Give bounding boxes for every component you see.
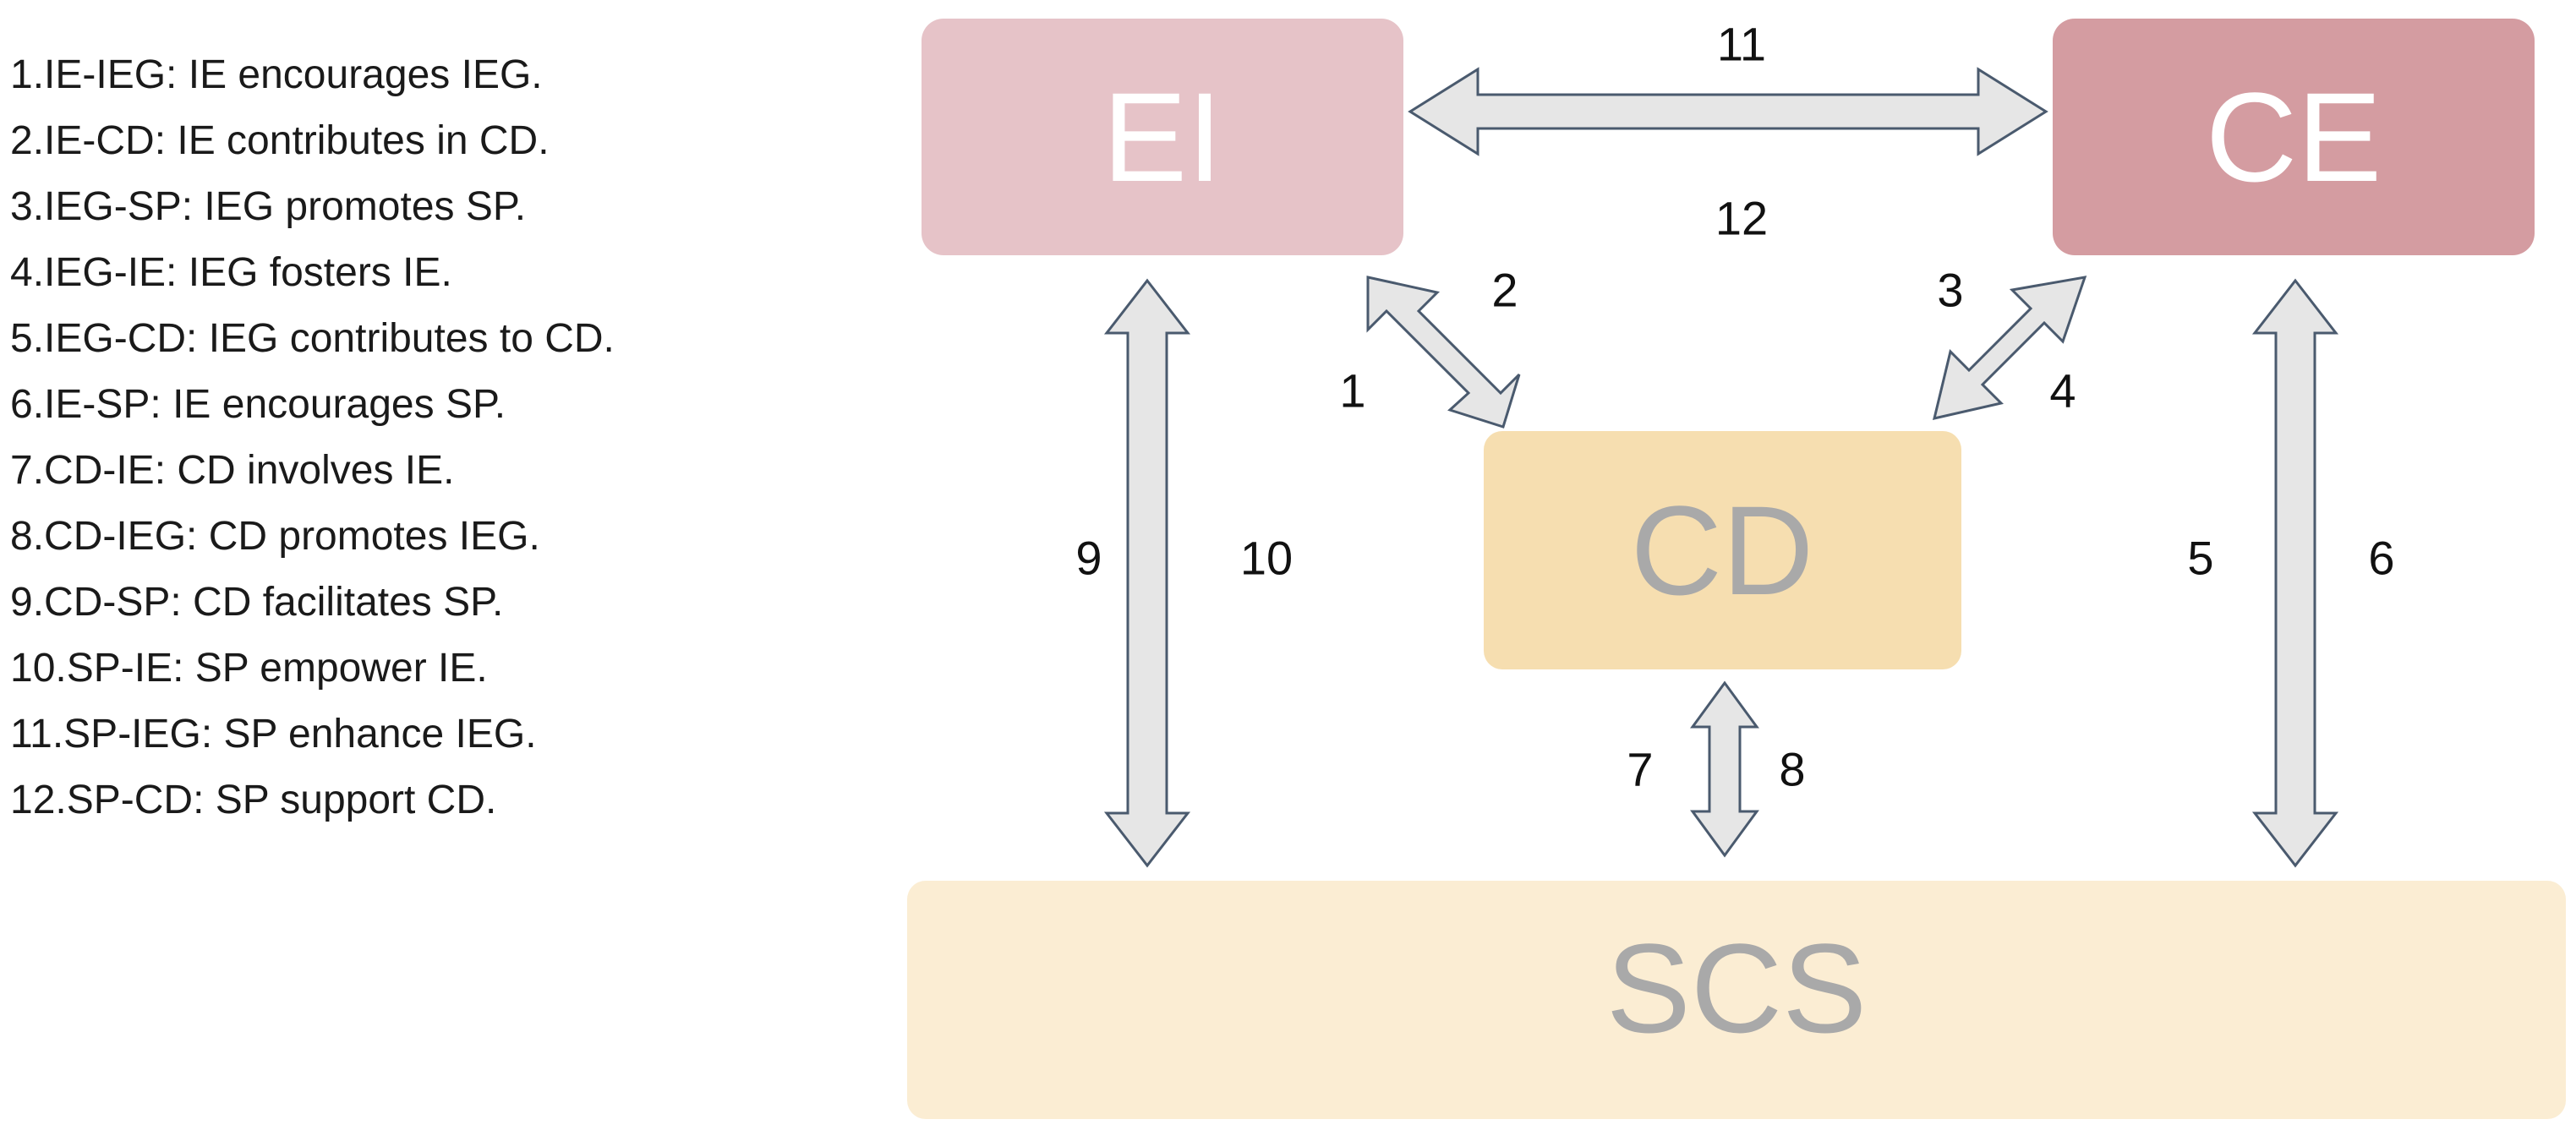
node-cd-label: CD bbox=[1631, 479, 1814, 621]
legend-item: 5.IEG-CD: IEG contributes to CD. bbox=[10, 316, 615, 361]
edge-number-8: 8 bbox=[1779, 743, 1805, 796]
edge-number-7: 7 bbox=[1627, 743, 1653, 796]
edge-number-11: 11 bbox=[1717, 18, 1766, 71]
node-ei: EI bbox=[922, 19, 1403, 255]
node-cd-box bbox=[1484, 431, 1961, 669]
node-scs-box bbox=[907, 881, 2566, 1119]
node-ei-label: EI bbox=[1102, 66, 1222, 208]
arrow-cd-scs bbox=[1690, 680, 1759, 858]
legend-item: 11.SP-IEG: SP enhance IEG. bbox=[10, 712, 537, 756]
edge-number-2: 2 bbox=[1491, 264, 1518, 317]
arrow-ce-cd bbox=[1932, 276, 2087, 420]
edge-number-5: 5 bbox=[2187, 532, 2213, 585]
legend-item: 2.IE-CD: IE contributes in CD. bbox=[10, 118, 550, 163]
edge-number-10: 10 bbox=[1240, 532, 1293, 585]
node-cd: CD bbox=[1484, 431, 1961, 669]
node-ei-box bbox=[922, 19, 1403, 255]
edge-number-1: 1 bbox=[1339, 364, 1365, 418]
edge-number-6: 6 bbox=[2368, 532, 2394, 585]
legend-item: 1.IE-IEG: IE encourages IEG. bbox=[10, 52, 543, 97]
arrow-ei-cd bbox=[1366, 276, 1521, 429]
legend-item: 3.IEG-SP: IEG promotes SP. bbox=[10, 184, 527, 229]
legend-item: 7.CD-IE: CD involves IE. bbox=[10, 448, 455, 493]
legend-item: 4.IEG-IE: IEG fosters IE. bbox=[10, 250, 452, 295]
legend-item: 9.CD-SP: CD facilitates SP. bbox=[10, 580, 504, 625]
node-ce-box bbox=[2053, 19, 2535, 255]
node-ce-label: CE bbox=[2206, 66, 2382, 208]
node-ce: CE bbox=[2053, 19, 2535, 255]
edge-number-3: 3 bbox=[1937, 264, 1963, 317]
node-scs-label: SCS bbox=[1606, 917, 1867, 1059]
legend-item: 10.SP-IE: SP empower IE. bbox=[10, 646, 488, 691]
legend-item: 8.CD-IEG: CD promotes IEG. bbox=[10, 514, 540, 559]
node-scs: SCS bbox=[907, 881, 2566, 1119]
edge-number-12: 12 bbox=[1715, 192, 1768, 245]
legend-list: 1.IE-IEG: IE encourages IEG. 2.IE-CD: IE… bbox=[10, 42, 615, 833]
legend-item: 12.SP-CD: SP support CD. bbox=[10, 778, 497, 822]
legend-item: 6.IE-SP: IE encourages SP. bbox=[10, 382, 506, 427]
arrow-ei-scs bbox=[1103, 278, 1191, 868]
edge-number-9: 9 bbox=[1075, 532, 1102, 585]
edge-number-4: 4 bbox=[2049, 364, 2076, 418]
arrow-ei-ce bbox=[1408, 67, 2048, 156]
arrow-ce-scs bbox=[2251, 278, 2339, 868]
